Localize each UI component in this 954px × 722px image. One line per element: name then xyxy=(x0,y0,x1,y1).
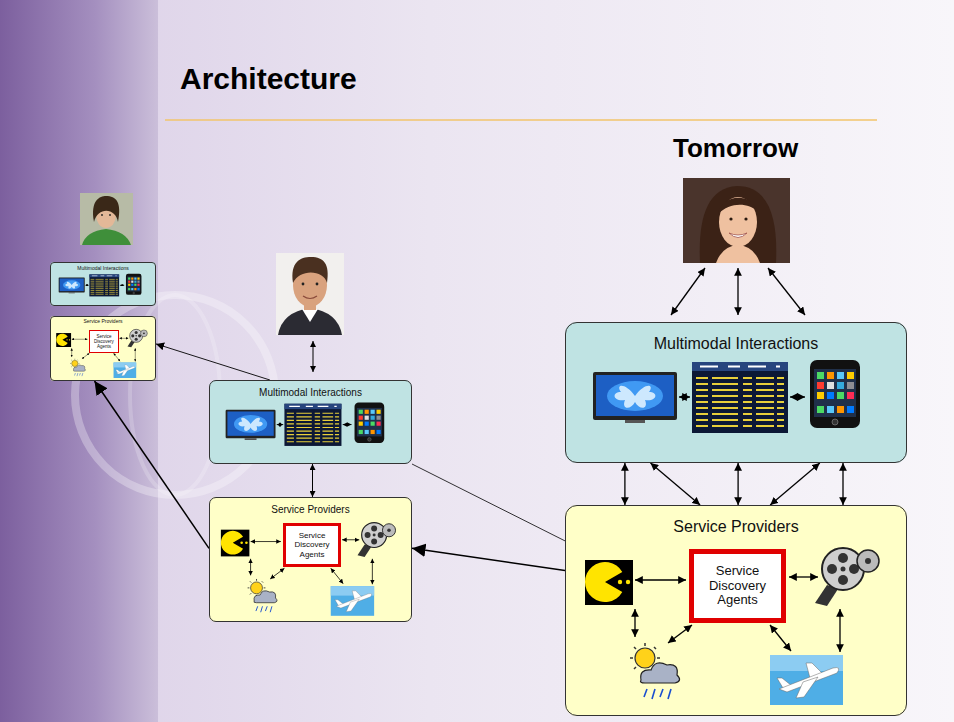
panel-fills xyxy=(50,262,907,716)
connector xyxy=(651,463,701,505)
user-arrows xyxy=(313,268,805,372)
agent-label: Service Discovery Agents xyxy=(694,564,781,609)
device-icons xyxy=(226,403,385,446)
connector xyxy=(412,548,565,570)
agent-box: Service Discovery Agents xyxy=(89,330,119,353)
device-icons xyxy=(59,274,142,297)
panel-title: Service Providers xyxy=(51,317,155,325)
user-photo xyxy=(80,193,133,245)
connector xyxy=(624,463,625,505)
agent-box: Service Discovery Agents xyxy=(283,523,341,567)
provider-panel: Service ProvidersService Discovery Agent… xyxy=(565,505,907,716)
provider-panel: Service ProvidersService Discovery Agent… xyxy=(50,316,156,381)
panel-title: Multimodal Interactions xyxy=(210,381,411,399)
provider-panel: Service ProvidersService Discovery Agent… xyxy=(209,497,412,622)
service-icons xyxy=(221,523,396,616)
connector xyxy=(770,463,820,505)
agent-label: Service Discovery Agents xyxy=(90,334,118,350)
interaction-panel: Multimodal Interactions xyxy=(209,380,412,464)
user-photo xyxy=(683,178,790,263)
panel-title: Service Providers xyxy=(566,506,906,536)
connector xyxy=(842,463,843,505)
agent-label: Service Discovery Agents xyxy=(286,531,338,559)
heading-label: Tomorrow xyxy=(673,133,798,164)
connector xyxy=(412,464,565,541)
panel-fill xyxy=(209,497,412,622)
panel-fill xyxy=(689,549,786,623)
panel-fill xyxy=(565,322,907,463)
side-band xyxy=(0,0,158,722)
connector xyxy=(737,463,738,505)
connector xyxy=(156,344,270,380)
panel-title: Multimodal Interactions xyxy=(51,263,155,272)
panel-title: Service Providers xyxy=(210,498,411,516)
panel-fill xyxy=(89,330,119,353)
connector xyxy=(312,464,313,497)
panel-fill xyxy=(209,380,412,464)
panel-fill xyxy=(50,262,156,306)
panel-fill xyxy=(565,505,907,716)
agent-box: Service Discovery Agents xyxy=(689,549,786,623)
connector xyxy=(95,381,210,548)
interaction-panel: Multimodal Interactions xyxy=(565,322,907,463)
device-icons xyxy=(593,360,860,433)
service-icons xyxy=(56,329,147,378)
panel-fill xyxy=(50,316,156,381)
title-rule xyxy=(165,119,877,121)
slide-title: Architecture xyxy=(180,62,357,96)
panel-title: Multimodal Interactions xyxy=(566,323,906,353)
interaction-panel: Multimodal Interactions xyxy=(50,262,156,306)
panel-fill xyxy=(283,523,341,567)
service-icons xyxy=(585,548,879,705)
user-photo xyxy=(276,253,344,335)
